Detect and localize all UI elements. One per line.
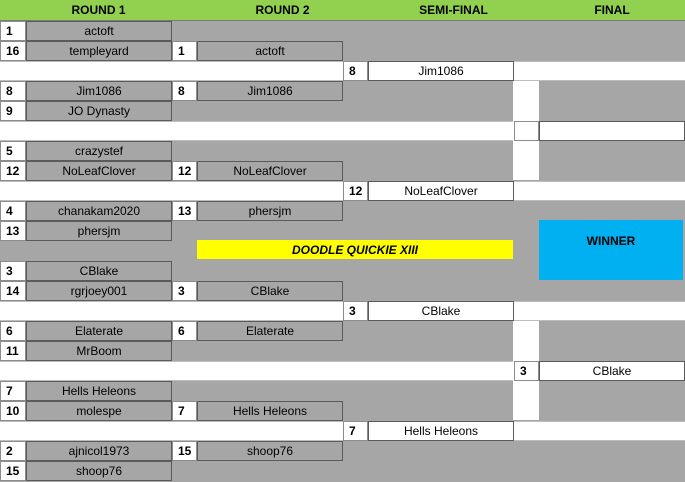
seed-number: 10 <box>0 401 26 421</box>
tournament-title: DOODLE QUICKIE XIII <box>197 240 513 259</box>
header-final: FINAL <box>539 0 685 21</box>
winner-label: WINNER <box>539 220 683 280</box>
seed-number: 13 <box>172 201 197 221</box>
player-name-cell[interactable]: Hells Heleons <box>26 381 172 401</box>
player-name-cell[interactable]: NoLeafClover <box>26 161 172 181</box>
seed-number: 1 <box>172 41 197 61</box>
player-name-cell[interactable] <box>539 121 685 141</box>
seed-number: 3 <box>343 301 368 321</box>
seed-number: 8 <box>343 61 368 81</box>
player-name-cell[interactable]: CBlake <box>26 261 172 281</box>
player-name-cell[interactable]: Hells Heleons <box>197 401 343 421</box>
player-name-cell[interactable]: phersjm <box>197 201 343 221</box>
player-name-cell[interactable]: NoLeafClover <box>368 181 514 201</box>
seed-number: 12 <box>343 181 368 201</box>
player-name-cell[interactable]: Elaterate <box>197 321 343 341</box>
player-name-cell[interactable]: CBlake <box>539 361 685 381</box>
seed-number <box>514 121 539 141</box>
player-name-cell[interactable]: Jim1086 <box>368 61 514 81</box>
seed-number: 15 <box>0 461 26 481</box>
header-round-2: ROUND 2 <box>197 0 368 21</box>
seed-number: 16 <box>0 41 26 61</box>
seed-number: 13 <box>0 221 26 241</box>
player-name-cell[interactable]: phersjm <box>26 221 172 241</box>
player-name-cell[interactable]: CBlake <box>368 301 514 321</box>
seed-number: 7 <box>172 401 197 421</box>
player-name-cell[interactable]: Jim1086 <box>26 81 172 101</box>
seed-number: 9 <box>0 101 26 121</box>
player-name-cell[interactable]: CBlake <box>197 281 343 301</box>
header-round-1: ROUND 1 <box>0 0 197 21</box>
player-name-cell[interactable]: crazystef <box>26 141 172 161</box>
seed-number: 7 <box>0 381 26 401</box>
seed-number: 12 <box>0 161 26 181</box>
seed-number: 6 <box>0 321 26 341</box>
seed-number: 3 <box>0 261 26 281</box>
player-name-cell[interactable]: rgrjoey001 <box>26 281 172 301</box>
player-name-cell[interactable]: shoop76 <box>197 441 343 461</box>
player-name-cell[interactable]: JO Dynasty <box>26 101 172 121</box>
seed-number: 15 <box>172 441 197 461</box>
seed-number: 2 <box>0 441 26 461</box>
player-name-cell[interactable]: MrBoom <box>26 341 172 361</box>
player-name-cell[interactable]: Hells Heleons <box>368 421 514 441</box>
header-semi-final: SEMI-FINAL <box>368 0 539 21</box>
player-name-cell[interactable]: shoop76 <box>26 461 172 481</box>
seed-number: 3 <box>172 281 197 301</box>
player-name-cell[interactable]: molespe <box>26 401 172 421</box>
seed-number: 6 <box>172 321 197 341</box>
player-name-cell[interactable]: Jim1086 <box>197 81 343 101</box>
seed-number: 11 <box>0 341 26 361</box>
player-name-cell[interactable]: actoft <box>26 21 172 41</box>
player-name-cell[interactable]: templeyard <box>26 41 172 61</box>
seed-number: 8 <box>172 81 197 101</box>
seed-number: 14 <box>0 281 26 301</box>
seed-number: 3 <box>514 361 539 381</box>
player-name-cell[interactable]: Elaterate <box>26 321 172 341</box>
seed-number: 8 <box>0 81 26 101</box>
seed-number: 12 <box>172 161 197 181</box>
player-name-cell[interactable]: ajnicol1973 <box>26 441 172 461</box>
seed-number: 7 <box>343 421 368 441</box>
player-name-cell[interactable]: chanakam2020 <box>26 201 172 221</box>
player-name-cell[interactable]: NoLeafClover <box>197 161 343 181</box>
seed-number: 4 <box>0 201 26 221</box>
seed-number: 1 <box>0 21 26 41</box>
seed-number: 5 <box>0 141 26 161</box>
player-name-cell[interactable]: actoft <box>197 41 343 61</box>
